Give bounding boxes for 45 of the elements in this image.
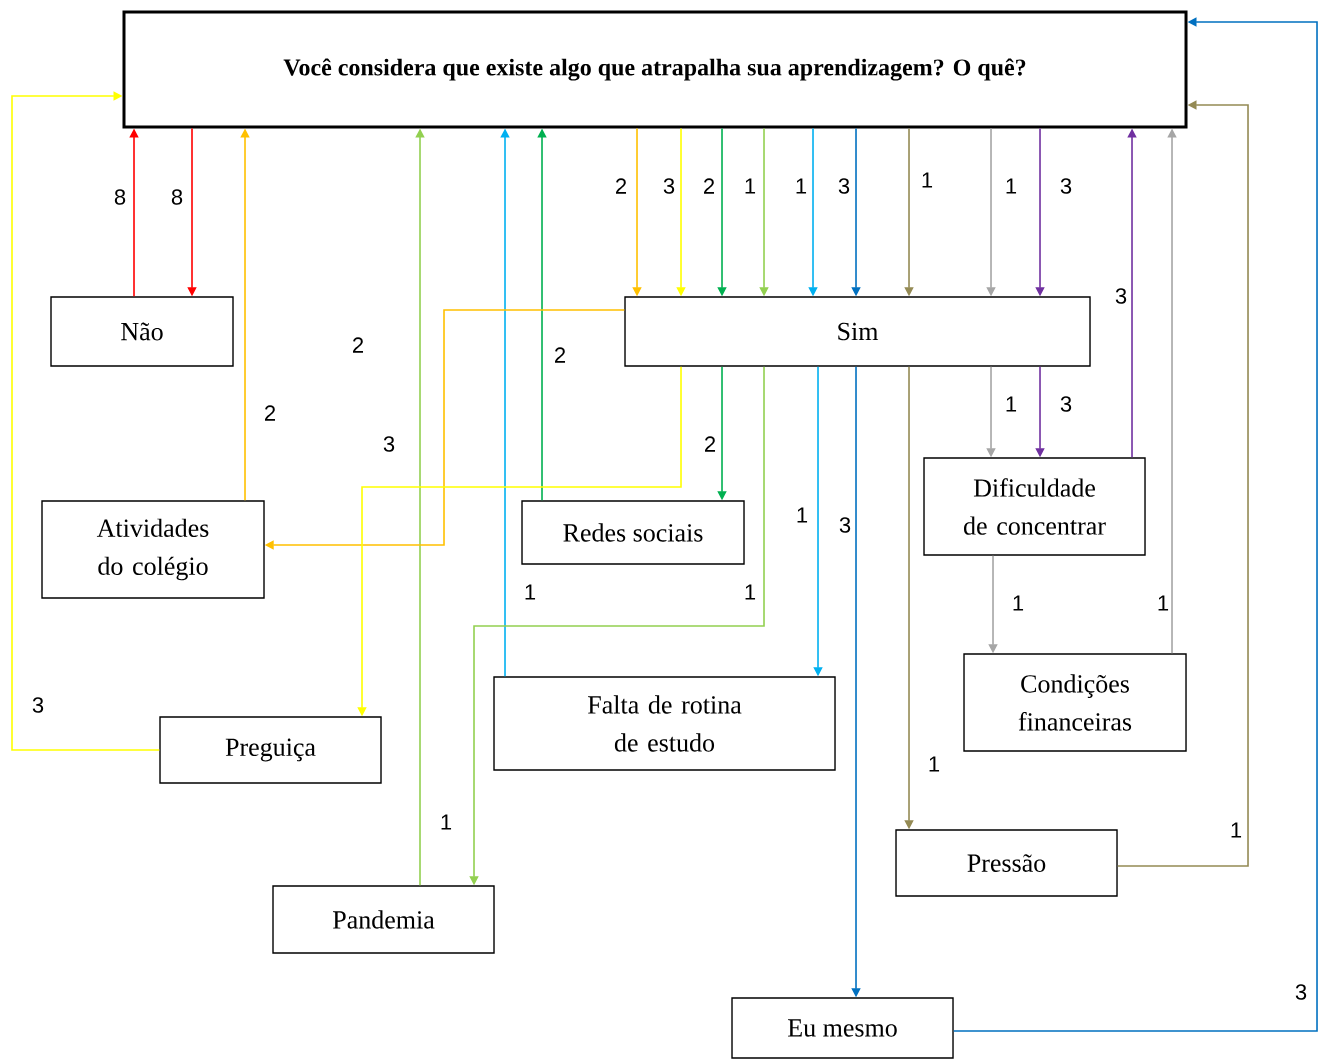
edge-label: 2 [555,347,565,363]
edge-label: 3 [1115,288,1127,304]
edge-label: 1 [745,178,756,194]
answer-box: Redes sociais [521,500,745,565]
edge-label: 1 [441,814,452,830]
edge-label: 2 [616,178,626,194]
answer-box: Preguiça [159,716,382,784]
edge-label: 3 [663,178,675,194]
edge-label: 1 [797,507,808,523]
answer-box: Pressão [895,829,1118,897]
answer-box: Não [50,296,234,367]
edge-label: 1 [796,178,807,194]
edge-label: 2 [265,405,275,421]
edge-label: 8 [171,189,183,205]
edge-label: 1 [1006,396,1017,412]
edge-label: 3 [839,517,851,533]
answer-box: Falta de rotina de estudo [493,676,836,771]
answer-box: Condições financeiras [963,653,1187,752]
edge-label: 3 [383,436,395,452]
edge-label: 1 [1231,822,1242,838]
arrow [952,17,1318,1032]
edge-label: 1 [1158,595,1169,611]
edge-label: 3 [838,178,850,194]
edge-label: 1 [922,172,933,188]
edge-label: 1 [929,756,940,772]
edge-label: 2 [353,337,363,353]
answer-box: Eu mesmo [731,997,954,1059]
edge-label: 3 [1060,178,1072,194]
answer-box: Atividades do colégio [41,500,265,599]
edge-label: 2 [704,178,714,194]
arrow [11,91,161,751]
edge-label: 1 [525,584,536,600]
edge-label: 1 [1006,178,1017,194]
edge-label: 2 [705,436,715,452]
arrow [1116,100,1249,867]
answer-box: Pandemia [272,885,495,954]
answer-box: Dificuldade de concentrar [923,457,1146,556]
edge-label: 3 [1060,396,1072,412]
edge-label: 1 [745,584,756,600]
edge-label: 3 [1295,984,1307,1000]
question-box: Você considera que existe algo que atrapalha sua aprendizagem? O quê? [122,10,1188,129]
edge-label: 3 [32,697,44,713]
edge-label: 1 [1013,595,1024,611]
edge-label: 8 [114,189,126,205]
answer-box: Sim [624,296,1091,367]
